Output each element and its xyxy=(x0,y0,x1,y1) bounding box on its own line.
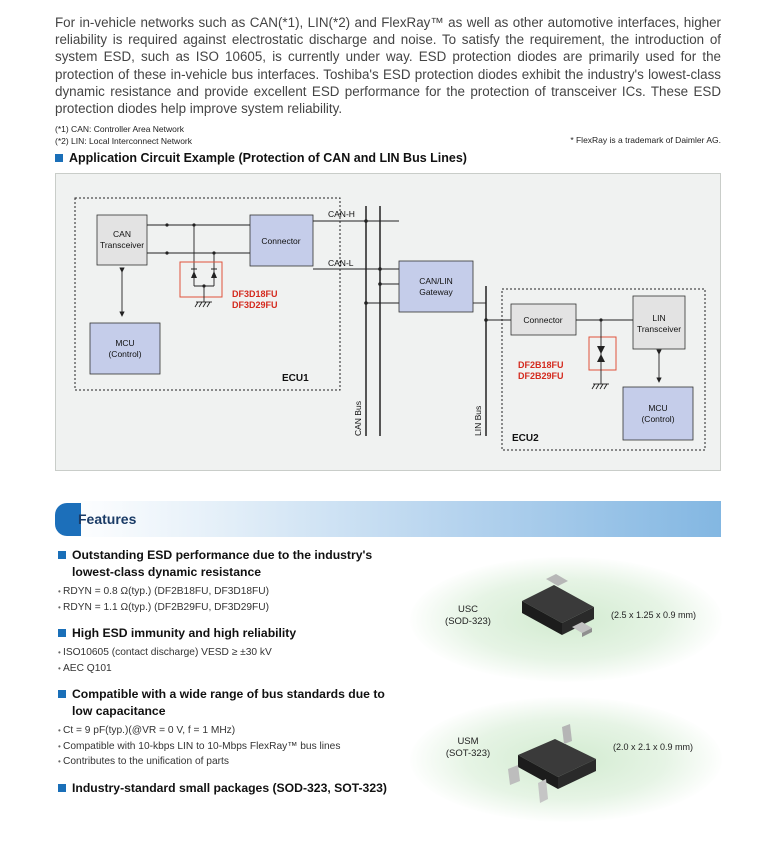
ecu1-label: ECU1 xyxy=(282,373,309,384)
feature-title: High ESD immunity and high reliability xyxy=(72,626,297,640)
ecu1-diode-1-icon xyxy=(191,266,197,286)
footnote-can: (*1) CAN: Controller Area Network xyxy=(55,124,184,134)
usm-package-name: USM xyxy=(457,736,479,747)
ecu1-diode-2-icon xyxy=(211,266,217,286)
bullet-square-icon xyxy=(58,783,66,792)
lin-bus-label: LIN Bus xyxy=(473,406,483,436)
feature-title: Compatible with a wide range of bus stan… xyxy=(72,687,385,718)
can-bus-label: CAN Bus xyxy=(353,401,363,436)
feature-item: Compatible with a wide range of bus stan… xyxy=(58,686,398,770)
circuit-heading-text: Application Circuit Example (Protection … xyxy=(69,151,467,165)
can-h-label: CAN-H xyxy=(328,209,355,219)
usc-package-icon xyxy=(522,574,594,637)
ecu2-connector-block xyxy=(510,303,577,336)
ecu1-mcu-label-2: (Control) xyxy=(108,349,141,359)
ecu1-connector-block xyxy=(249,214,314,267)
ecu2-diode-highlight xyxy=(588,336,617,371)
ecu2-label: ECU2 xyxy=(512,433,539,444)
feature-item: Industry-standard small packages (SOD-32… xyxy=(58,780,398,797)
footnote-lin: (*2) LIN: Local Interconnect Network xyxy=(55,136,193,146)
ecu2-diode-part-1: DF2B18FU xyxy=(518,360,564,370)
usc-package-dimensions: (2.5 x 1.25 x 0.9 mm) xyxy=(611,610,697,620)
ecu1-mcu-label-1: MCU xyxy=(115,338,134,348)
bullet-square-icon xyxy=(58,629,66,637)
ecu2-diode-icon xyxy=(597,346,605,362)
feature-item: High ESD immunity and high reliability I… xyxy=(58,625,398,676)
ecu1-diode-part-2: DF3D29FU xyxy=(232,300,278,310)
usm-package-code: (SOT-323) xyxy=(445,748,491,759)
ecu1-ground-icon xyxy=(194,301,212,308)
feature-detail: RDYN = 1.1 Ω(typ.) (DF2B29FU, DF3D29FU) xyxy=(58,600,398,616)
ecu1-diode-highlight xyxy=(179,261,223,298)
gateway-label-2: Gateway xyxy=(419,287,453,297)
feature-title: Outstanding ESD performance due to the i… xyxy=(72,548,373,579)
flexray-trademark-note: * FlexRay is a trademark of Daimler AG. xyxy=(570,135,721,145)
feature-title: Industry-standard small packages (SOD-32… xyxy=(72,780,387,795)
lin-transceiver-block xyxy=(632,295,686,350)
ecu2-mcu-block xyxy=(622,386,694,441)
features-title: Features xyxy=(78,511,137,527)
circuit-svg: ECU1 CAN Transceiver Connector MCU (Cont… xyxy=(74,197,706,451)
usm-package-icon xyxy=(508,724,596,803)
feature-item: Outstanding ESD performance due to the i… xyxy=(58,547,398,615)
footnotes: (*1) CAN: Controller Area Network (*2) L… xyxy=(55,123,192,147)
lin-transceiver-label-1: LIN xyxy=(652,313,665,323)
usc-package-label: USC (SOD-323) xyxy=(438,604,498,628)
feature-detail: Compatible with 10-kbps LIN to 10-Mbps F… xyxy=(58,739,398,755)
usc-package-name: USC xyxy=(457,604,479,615)
gateway-label-1: CAN/LIN xyxy=(419,276,453,286)
feature-detail: ISO10605 (contact discharge) VESD ≥ ±30 … xyxy=(58,645,398,661)
ecu2-region xyxy=(501,288,706,451)
bullet-square-icon xyxy=(55,154,63,162)
ecu1-diode-part-1: DF3D18FU xyxy=(232,289,278,299)
ecu1-mcu-block xyxy=(89,322,161,375)
gateway-block xyxy=(398,260,474,313)
feature-detail: Ct = 9 pF(typ.)(@VR = 0 V, f = 1 MHz) xyxy=(58,723,398,739)
usc-package-code: (SOD-323) xyxy=(445,616,491,627)
application-circuit-diagram: ECU1 CAN Transceiver Connector MCU (Cont… xyxy=(55,173,721,471)
can-transceiver-block xyxy=(96,214,148,266)
feature-detail: Contributes to the unification of parts xyxy=(58,754,398,770)
bullet-square-icon xyxy=(58,551,66,559)
feature-detail: RDYN = 0.8 Ω(typ.) (DF2B18FU, DF3D18FU) xyxy=(58,584,398,600)
usm-package-dimensions: (2.0 x 2.1 x 0.9 mm) xyxy=(613,742,694,752)
ecu2-mcu-label-2: (Control) xyxy=(641,414,674,424)
ecu1-region xyxy=(74,197,341,391)
can-transceiver-label-2: Transceiver xyxy=(100,240,144,250)
intro-paragraph: For in-vehicle networks such as CAN(*1),… xyxy=(55,15,721,117)
feature-detail: AEC Q101 xyxy=(58,661,398,677)
ecu2-ground-icon xyxy=(591,383,609,390)
features-list: Outstanding ESD performance due to the i… xyxy=(58,547,398,807)
usm-package-label: USM (SOT-323) xyxy=(438,736,498,760)
lin-transceiver-label-2: Transceiver xyxy=(637,324,681,334)
ecu1-connector-label: Connector xyxy=(261,236,300,246)
circuit-section-heading: Application Circuit Example (Protection … xyxy=(55,151,467,165)
can-l-label: CAN-L xyxy=(328,258,354,268)
ecu2-diode-part-2: DF2B29FU xyxy=(518,371,564,381)
features-tab-marker xyxy=(55,503,81,536)
features-banner: Features xyxy=(55,501,721,537)
ecu2-mcu-label-1: MCU xyxy=(648,403,667,413)
package-illustrations: USC (SOD-323) (2.5 x 1.25 x 0.9 mm) USM … xyxy=(410,547,722,827)
can-transceiver-label-1: CAN xyxy=(113,229,131,239)
bullet-square-icon xyxy=(58,690,66,698)
ecu2-connector-label: Connector xyxy=(523,315,562,325)
